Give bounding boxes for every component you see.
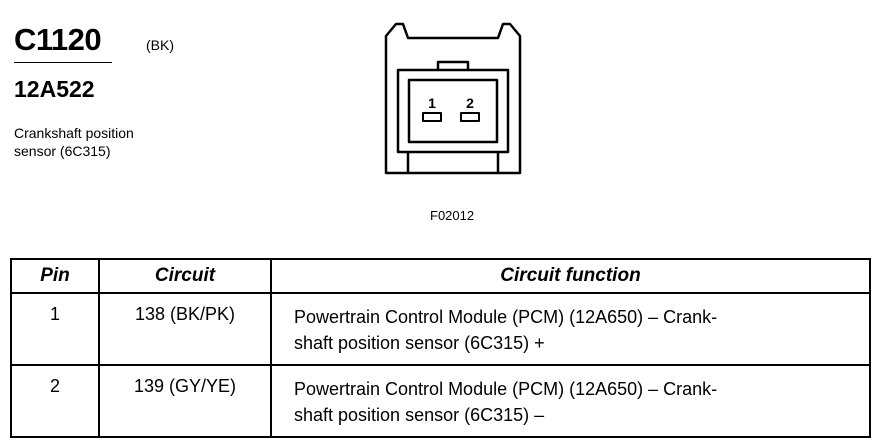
connector-mating-face	[407, 78, 499, 144]
function-line: Powertrain Control Module (PCM) (12A650)…	[294, 379, 718, 399]
terminal-slot-1	[422, 112, 442, 122]
pinout-table: Pin Circuit Circuit function 1 138 (BK/P…	[10, 258, 871, 438]
function-line: shaft position sensor (6C315) +	[294, 333, 545, 353]
header-circuit-function: Circuit function	[270, 258, 871, 294]
connector-id: C1120	[14, 22, 102, 57]
figure-id: F02012	[430, 208, 475, 223]
pin-cell: 2	[10, 364, 100, 438]
function-cell: Powertrain Control Module (PCM) (12A650)…	[270, 364, 871, 438]
header-pin: Pin	[10, 258, 100, 294]
circuit-cell: 139 (GY/YE)	[98, 364, 272, 438]
connector-skirt	[406, 152, 500, 173]
connector-lock-tab	[436, 60, 470, 70]
circuit-cell: 138 (BK/PK)	[98, 292, 272, 366]
title-rule	[14, 62, 112, 63]
table-header-row: Pin Circuit Circuit function	[10, 258, 871, 294]
description-line-1: Crankshaft position	[14, 125, 134, 141]
terminal-slot-2	[460, 112, 480, 122]
part-number: 12A522	[14, 76, 95, 102]
table-row: 2 139 (GY/YE) Powertrain Control Module …	[10, 364, 871, 438]
connector-face-diagram: 1 2	[384, 22, 522, 175]
function-cell: Powertrain Control Module (PCM) (12A650)…	[270, 292, 871, 366]
header-circuit: Circuit	[98, 258, 272, 294]
table-row: 1 138 (BK/PK) Powertrain Control Module …	[10, 292, 871, 366]
connector-inner-frame	[396, 68, 510, 154]
component-description: Crankshaft position sensor (6C315)	[14, 124, 134, 160]
function-line: Powertrain Control Module (PCM) (12A650)…	[294, 307, 718, 327]
color-code: (BK)	[146, 37, 174, 53]
function-line: shaft position sensor (6C315) –	[294, 405, 545, 425]
pin-cell: 1	[10, 292, 100, 366]
pin-number-1: 1	[428, 95, 436, 111]
pin-number-2: 2	[466, 95, 474, 111]
connector-housing-outline	[384, 22, 522, 175]
description-line-2: sensor (6C315)	[14, 143, 111, 159]
